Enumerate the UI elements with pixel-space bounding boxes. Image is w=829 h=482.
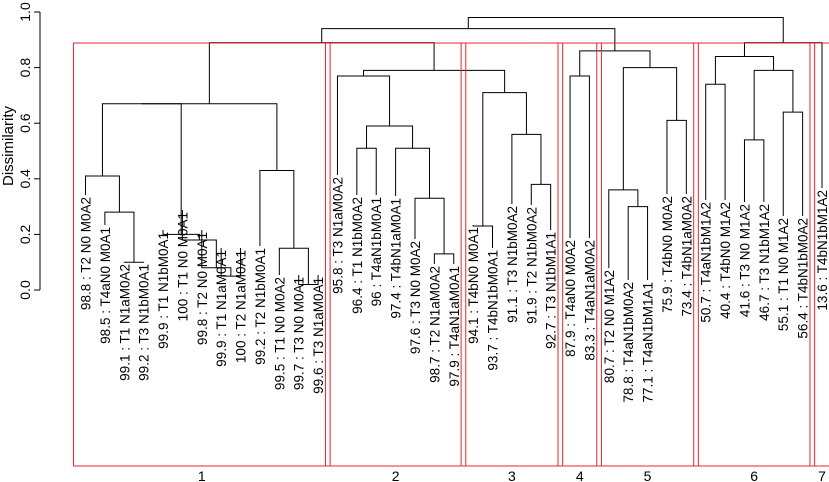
y-tick-label: 0.4 — [17, 169, 33, 189]
leaf-label: 40.4 : T4bN0 M1A2 — [718, 202, 733, 319]
leaf-label: 13.6 : T4bN1bM1A2 — [815, 190, 829, 311]
y-tick-label: 1.0 — [17, 2, 33, 22]
dendrogram-link — [569, 75, 590, 238]
dendrogram-link — [101, 103, 182, 235]
leaf-label: 98.8 : T2 N0 M0A2 — [79, 197, 94, 310]
leaf-label: 55.1 : T1 N0 M1A2 — [776, 218, 791, 331]
dendrogram-link — [259, 169, 295, 249]
dendrogram-link — [753, 69, 794, 140]
leaf-label: 78.8 : T4aN1bM0A2 — [621, 282, 636, 403]
leaf-label: 56.4 : T4bN1bM0A2 — [796, 218, 811, 339]
cluster-box — [809, 42, 829, 467]
leaf-labels: 98.8 : T2 N0 M0A2 98.5 : T4aN0 M0A1 99.1 :… — [79, 177, 829, 403]
leaf-label: 91.1 : T3 N1bM0A2 — [505, 206, 520, 323]
leaf-label: 94.1 : T4bN0 M0A1 — [466, 227, 481, 344]
dendrogram-link — [141, 103, 278, 171]
leaf-label: 98.7 : T2 N1aM0A2 — [427, 266, 442, 383]
dendrogram-link — [782, 111, 804, 216]
leaf-label: 99.5 : T1 N0 M0A2 — [272, 277, 287, 390]
leaf-label: 99.9 : T1 N1bM0A1 — [156, 232, 171, 349]
leaf-label: 87.9 : T4aN0 M0A2 — [563, 240, 578, 357]
y-tick-label: 0.2 — [17, 224, 33, 244]
cluster-number: 5 — [644, 468, 652, 482]
y-axis: 0.0 0.2 0.4 0.6 0.8 1.0 — [17, 2, 41, 300]
dendrogram-link — [366, 125, 414, 149]
leaf-label: 100 : T2 N1aM0A1 — [234, 250, 249, 363]
leaf-label: 99.8 : T2 N0 M0A1 — [195, 232, 210, 345]
dendrogram-link — [467, 17, 784, 43]
leaf-label: 97.4 : T4bN1aM0A1 — [389, 198, 404, 319]
leaf-label: 99.1 : T1 N1aM0A2 — [117, 264, 132, 381]
cluster-boxes: 1 2 3 4 5 6 7 — [72, 42, 829, 482]
dendrogram-link — [608, 189, 639, 268]
leaf-label: 92.7 : T3 N1bM1A1 — [544, 232, 559, 349]
dendrogram-link — [336, 75, 391, 175]
dendrogram-link — [666, 119, 687, 194]
cluster-number: 2 — [392, 468, 400, 482]
leaf-label: 83.3 : T4aN1aM0A2 — [582, 240, 597, 361]
y-axis-label: Dissimilarity — [0, 106, 17, 186]
leaf-label: 80.7 : T2 N0 M1A2 — [602, 270, 617, 383]
leaf-label: 100 : T1 N0 M0A1 — [175, 212, 190, 321]
leaf-label: 93.7 : T4bN1bM0A1 — [486, 250, 501, 371]
dendrogram-link — [395, 147, 431, 199]
dendrogram-link — [356, 147, 377, 195]
leaf-label: 99.6 : T3 N1aM0A1 — [311, 277, 326, 394]
cluster-box — [557, 42, 602, 467]
dendrogram-link — [743, 139, 765, 202]
cluster-box — [460, 42, 564, 467]
dendrogram-link — [208, 42, 435, 104]
leaf-label: 99.9 : T1 N1aM0A1 — [214, 250, 229, 367]
y-tick-label: 0.0 — [17, 280, 33, 300]
leaf-label: 41.6 : T3 N0 M1A2 — [737, 204, 752, 317]
leaf-label: 99.2 : T2 N1bM0A1 — [253, 248, 268, 365]
leaf-label: 97.6 : T3 N0 M0A2 — [408, 241, 423, 354]
leaf-label: 50.7 : T4aN1bM1A2 — [699, 202, 714, 323]
cluster-number: 1 — [198, 468, 206, 482]
dendrogram-link — [579, 50, 651, 76]
dendrogram-link — [363, 69, 506, 93]
leaf-label: 77.1 : T4aN1bM1A1 — [641, 282, 656, 403]
dendrogram-link — [622, 67, 678, 190]
leaf-label: 99.7 : T3 N0 M0A1 — [292, 277, 307, 390]
dendrogram-link — [433, 253, 455, 264]
cluster-box — [324, 42, 467, 467]
cluster-box — [693, 42, 816, 467]
cluster-number: 7 — [818, 468, 826, 482]
leaf-label: 91.9 : T2 N1bM0A2 — [524, 207, 539, 324]
leaf-label: 95.8 : T3 N1aM0A2 — [330, 177, 345, 294]
leaf-label: 98.5 : T4aN0 M0A1 — [98, 227, 113, 344]
leaf-label: 99.2 : T3 N1bM0A1 — [137, 264, 152, 381]
dendrogram-link — [627, 206, 649, 280]
leaf-label: 46.7 : T3 N1bM1A2 — [757, 204, 772, 321]
dendrogram-link — [321, 28, 616, 51]
cluster-box — [72, 42, 331, 467]
cluster-box — [596, 42, 699, 467]
dendrogram-link — [511, 133, 542, 204]
leaf-label: 96 : T4aN1bM0A1 — [369, 197, 384, 306]
y-tick-label: 0.6 — [17, 113, 33, 133]
leaf-label: 96.4 : T1 N1bM0A2 — [350, 197, 365, 314]
dendrogram-link — [705, 83, 726, 200]
cluster-number: 6 — [750, 468, 758, 482]
leaf-label: 97.9 : T4aN1aM0A1 — [447, 266, 462, 387]
leaf-label: 73.4 : T4bN1aM0A2 — [679, 196, 694, 317]
leaf-label: 75.9 : T4bN0 M0A2 — [660, 196, 675, 313]
cluster-number: 4 — [576, 468, 584, 482]
y-tick-label: 0.8 — [17, 58, 33, 78]
cluster-number: 3 — [508, 468, 516, 482]
